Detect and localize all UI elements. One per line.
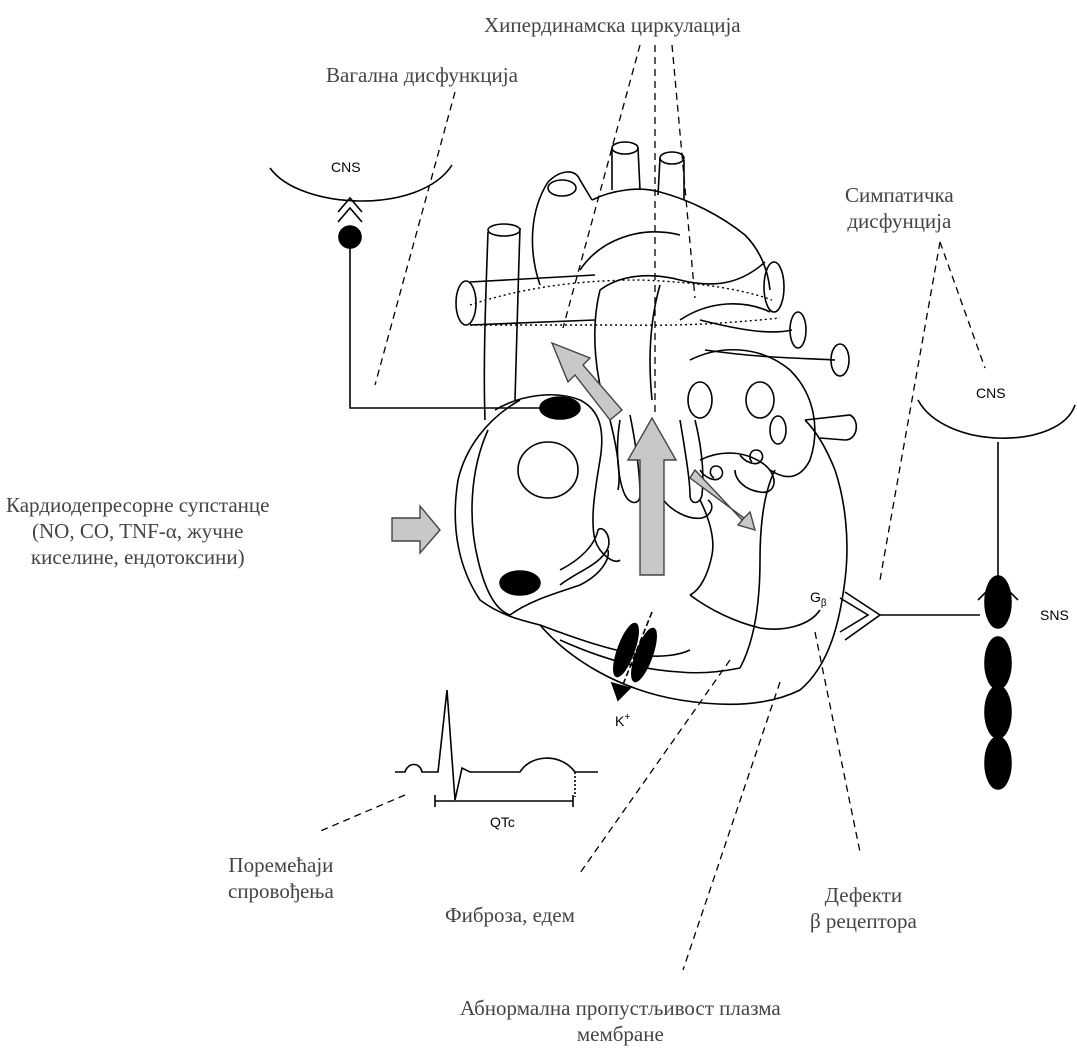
beta-receptor	[845, 592, 880, 640]
cns-right-arc	[918, 400, 1075, 438]
cardiodepressor-arrow	[392, 506, 440, 553]
conduction-disorders-label: Поремећаји спровођења	[228, 852, 334, 904]
hyperdynamic-circulation-label: Хипердинамска циркулација	[484, 12, 741, 38]
vagal-neuron-body	[339, 226, 361, 248]
sns-label: SNS	[1040, 607, 1069, 623]
vagal-dysfunction-label: Вагална дисфункција	[326, 62, 518, 88]
cns-right-label: CNS	[976, 385, 1006, 401]
fibrosis-edema-label: Фиброза, едем	[445, 902, 575, 928]
sa-node	[540, 397, 580, 419]
av-node	[500, 571, 540, 595]
k-plus-label: K+	[615, 712, 630, 729]
cardiodepressor-substances-label: Кардиодепресорне супстанце (NO, CO, TNF-…	[6, 492, 269, 570]
cns-left-arc	[270, 165, 452, 201]
qtc-label: QTc	[490, 814, 515, 830]
heart-illustration	[455, 142, 856, 704]
membrane-permeability-label: Абнормална пропустљивост плазма мембране	[460, 995, 781, 1047]
sympathetic-dysfunction-label: Симпатичка дисфунција	[845, 182, 954, 234]
ecg-trace	[395, 690, 598, 807]
g-beta-label: Gβ	[810, 589, 827, 609]
sympathetic-pathway	[840, 400, 1075, 789]
cns-left-label: CNS	[331, 159, 361, 175]
beta-receptor-defects-label: Дефекти β рецептора	[810, 882, 917, 934]
vagal-pathway	[270, 165, 580, 419]
